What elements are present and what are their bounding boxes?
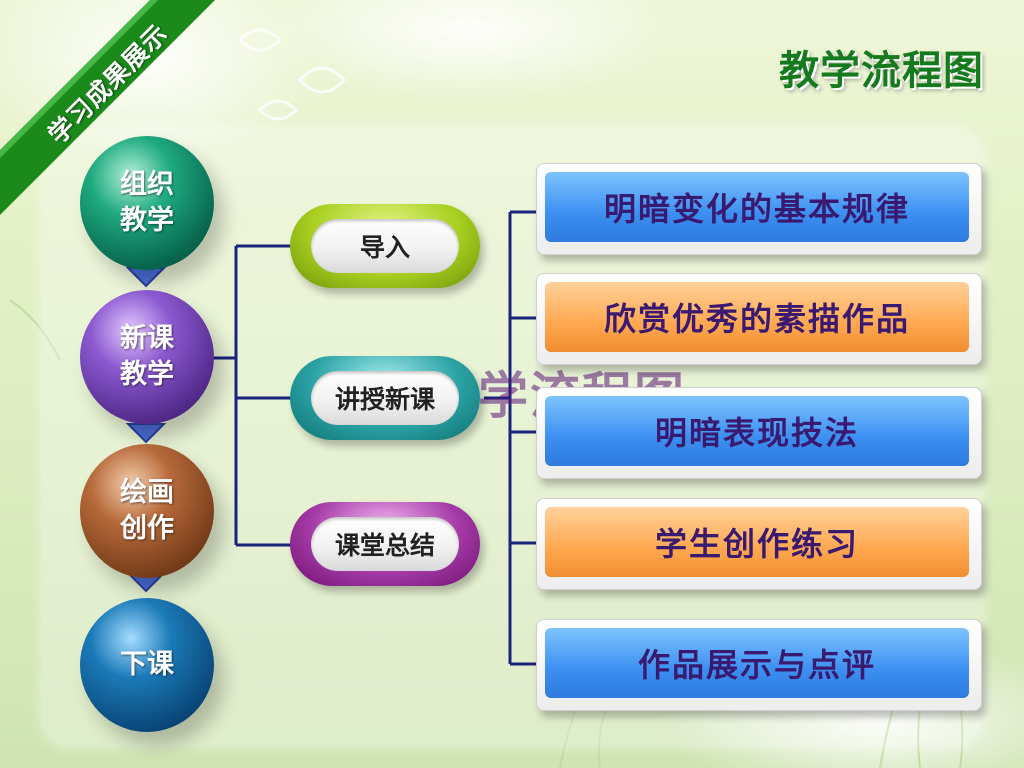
phase-introduction: 导入 xyxy=(290,204,480,288)
stage-line-2: 创作 xyxy=(120,513,174,544)
step-box: 明暗变化的基本规律 xyxy=(536,163,982,255)
step-label: 作品展示与点评 xyxy=(545,628,969,698)
phase-label: 导入 xyxy=(311,219,459,273)
corner-ribbon: 学习成果展示 xyxy=(0,0,230,230)
step-label: 欣赏优秀的素描作品 xyxy=(545,282,969,352)
stage-line-1: 下课 xyxy=(120,649,174,680)
stage-line-1: 新课 xyxy=(120,323,174,354)
arrow-down-icon xyxy=(125,267,167,288)
stage-drawing-creation: 绘画 创作 xyxy=(80,444,214,578)
stage-organize-teaching: 组织 教学 xyxy=(80,136,214,270)
step-label: 明暗变化的基本规律 xyxy=(545,172,969,242)
page-title: 教学流程图 xyxy=(779,48,984,94)
phase-class-summary: 课堂总结 xyxy=(290,502,480,586)
step-box: 欣赏优秀的素描作品 xyxy=(536,273,982,365)
stage-line-1: 组织 xyxy=(120,169,174,200)
step-label: 学生创作练习 xyxy=(545,507,969,577)
step-box: 明暗表现技法 xyxy=(536,387,982,479)
stage-class-dismissed: 下课 xyxy=(80,598,214,732)
stage-line-2: 教学 xyxy=(120,359,174,390)
step-box: 学生创作练习 xyxy=(536,498,982,590)
stage-line-1: 绘画 xyxy=(120,477,174,508)
arrow-down-icon xyxy=(125,423,167,444)
phase-teach-new-lesson: 讲授新课 xyxy=(290,356,480,440)
phase-label: 讲授新课 xyxy=(311,371,459,425)
step-box: 作品展示与点评 xyxy=(536,619,982,711)
phase-label: 课堂总结 xyxy=(311,517,459,571)
step-label: 明暗表现技法 xyxy=(545,396,969,466)
stage-new-lesson: 新课 教学 xyxy=(80,290,214,424)
stage-line-2: 教学 xyxy=(120,205,174,236)
